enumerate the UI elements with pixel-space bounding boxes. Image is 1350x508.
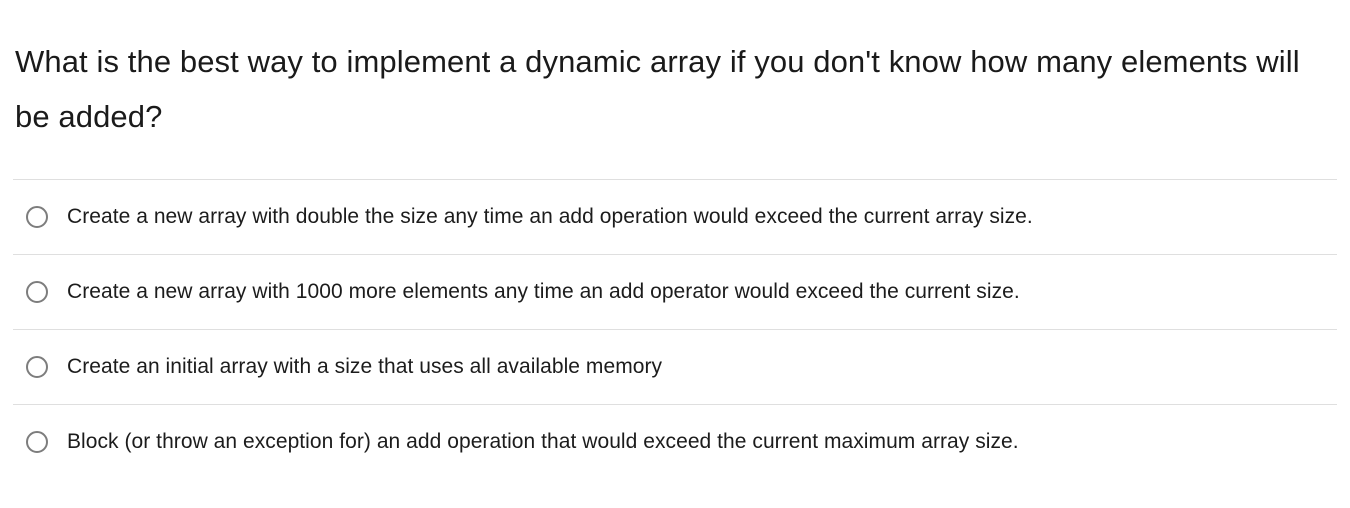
- answer-option-1[interactable]: Create a new array with double the size …: [13, 179, 1337, 254]
- answer-options-list: Create a new array with double the size …: [0, 179, 1350, 479]
- radio-unchecked-icon[interactable]: [26, 281, 48, 303]
- question-block: What is the best way to implement a dyna…: [0, 0, 1350, 144]
- answer-option-2[interactable]: Create a new array with 1000 more elemen…: [13, 254, 1337, 329]
- answer-option-3[interactable]: Create an initial array with a size that…: [13, 329, 1337, 404]
- radio-unchecked-icon[interactable]: [26, 206, 48, 228]
- answer-option-label: Block (or throw an exception for) an add…: [67, 430, 1019, 453]
- question-prompt: What is the best way to implement a dyna…: [15, 44, 1300, 134]
- radio-unchecked-icon[interactable]: [26, 431, 48, 453]
- answer-option-label: Create an initial array with a size that…: [67, 355, 663, 378]
- answer-option-label: Create a new array with 1000 more elemen…: [67, 280, 1020, 303]
- radio-unchecked-icon[interactable]: [26, 356, 48, 378]
- answer-option-4[interactable]: Block (or throw an exception for) an add…: [13, 404, 1337, 479]
- answer-option-label: Create a new array with double the size …: [67, 205, 1033, 228]
